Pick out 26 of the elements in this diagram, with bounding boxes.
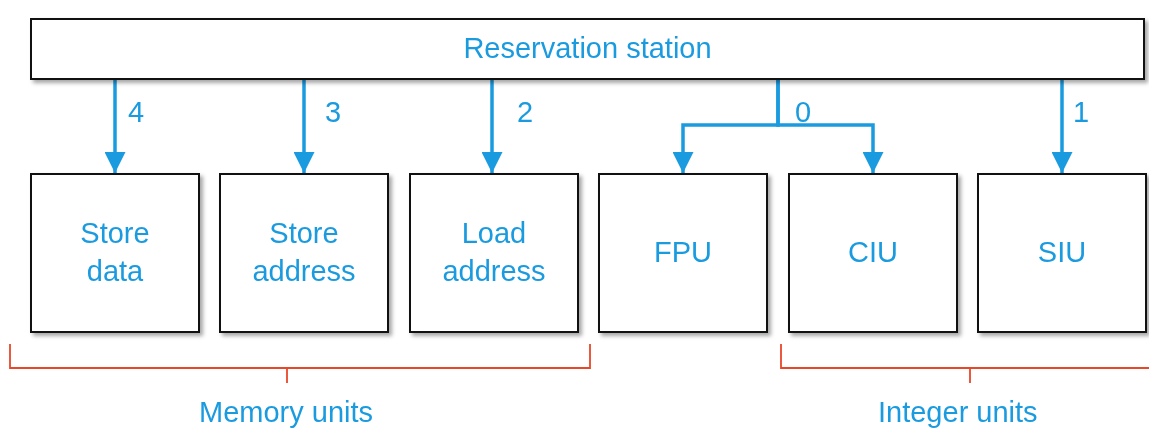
unit-box xyxy=(30,173,200,333)
edge-label: 0 xyxy=(795,98,812,127)
station-label: Reservation station xyxy=(463,31,712,67)
arrow xyxy=(1051,80,1073,173)
unit-box xyxy=(219,173,389,333)
unit-box xyxy=(788,173,958,333)
station-box xyxy=(30,18,1145,80)
unit-box xyxy=(598,173,768,333)
edge-label: 2 xyxy=(517,98,534,127)
arrow xyxy=(104,80,126,173)
edge-label: 1 xyxy=(1073,98,1090,127)
unit-label: Store data xyxy=(79,216,151,289)
unit-label: SIU xyxy=(1037,235,1087,271)
unit-label: Store address xyxy=(251,216,357,289)
edge-label: 3 xyxy=(325,98,342,127)
unit-label: FPU xyxy=(654,235,712,271)
unit-box xyxy=(977,173,1147,333)
group-label: Memory units xyxy=(199,398,374,427)
arrow xyxy=(776,80,884,173)
edge-label: 4 xyxy=(128,98,145,127)
unit-label: Load address xyxy=(441,216,547,289)
unit-box xyxy=(409,173,579,333)
group-label: Integer units xyxy=(878,398,1038,427)
arrow xyxy=(481,80,503,173)
unit-label: CIU xyxy=(848,235,898,271)
arrow xyxy=(293,80,315,173)
